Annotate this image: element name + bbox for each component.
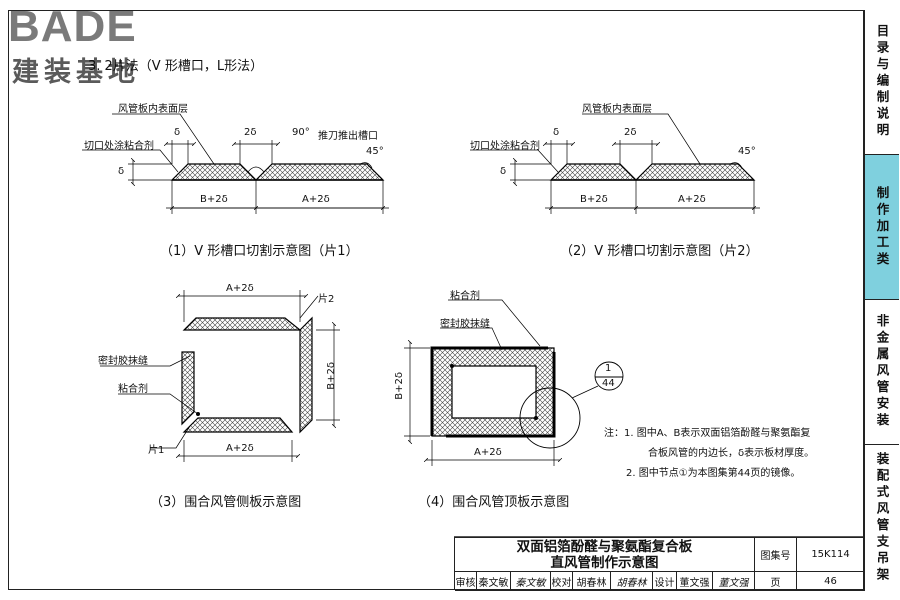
fig3-left-board	[181, 351, 195, 426]
fig1-caption: （1）V 形槽口切割示意图（片1）	[160, 244, 359, 259]
fig1-angle: 45°	[366, 146, 384, 157]
page-label: 页	[755, 572, 797, 591]
fig3-dim-bottom: A+2δ	[226, 443, 254, 454]
sidebar-item-nonmetal-duct[interactable]: 非金属风管安装	[865, 300, 899, 445]
fig4-assembly	[404, 299, 624, 466]
fig3-piece1: 片1	[148, 445, 165, 456]
fig3-top-board	[182, 317, 302, 331]
fig2-dim-left: B+2δ	[580, 194, 608, 205]
fig1-surface-label: 风管板内表面层	[118, 104, 188, 115]
fig2-delta-top: δ	[553, 127, 560, 138]
fig3-piece2: 片2	[318, 294, 335, 305]
notes: 注：1. 图中A、B表示双面铝箔酚醛与聚氨酯复 合板风管的内边长，δ表示板材厚度…	[604, 424, 814, 484]
fig1-glue-label: 切口处涂粘合剂	[84, 141, 154, 152]
designer-name: 董文强	[677, 572, 713, 591]
note-line-2: 合板风管的内边长，δ表示板材厚度。	[648, 448, 815, 459]
fig1-dim-left: B+2δ	[200, 194, 228, 205]
checker-signature: 胡春林	[611, 572, 653, 591]
review-label: 审核	[455, 572, 477, 591]
fig1-board	[170, 163, 385, 181]
fig1-push-label: 推刀推出槽口	[318, 131, 378, 142]
sidebar-item-catalog[interactable]: 目录与编制说明	[865, 10, 899, 155]
atlas-number: 15K114	[797, 538, 865, 572]
fig2-surface-label: 风管板内表面层	[582, 104, 652, 115]
fig3-glue-label: 粘合剂	[118, 384, 148, 395]
fig2-delta-side: δ	[500, 166, 507, 177]
fig1-dim-right: A+2δ	[302, 194, 330, 205]
logo-subtitle: 建装基地	[12, 57, 140, 88]
fig2-two-delta: 2δ	[624, 127, 637, 138]
check-label: 校对	[551, 572, 573, 591]
fig1-two-delta: 2δ	[244, 127, 257, 138]
drawing-frame	[8, 10, 864, 590]
fig3-right-board	[299, 316, 313, 434]
fig2-board	[549, 163, 756, 181]
checker-name: 胡春林	[573, 572, 611, 591]
fig2-dim-right: A+2δ	[678, 194, 706, 205]
fig1-v-angle: 90°	[292, 127, 310, 138]
fig3-bottom-board	[182, 417, 294, 433]
title-block: 双面铝箔酚醛与聚氨酯复合板 直风管制作示意图 图集号 15K114 审核 秦文敏…	[454, 537, 865, 591]
section-heading: 3. 2片法（V 形槽口，L形法）	[88, 59, 264, 74]
reviewer-name: 秦文敏	[477, 572, 511, 591]
fig1-delta-side: δ	[118, 166, 125, 177]
fig4-sealant-label: 密封胶抹缝	[440, 319, 490, 330]
fig4-node-ref	[594, 361, 624, 391]
fig3-sealant-label: 密封胶抹缝	[98, 356, 148, 367]
fig3-dim-top: A+2δ	[226, 283, 254, 294]
bade-logo: BADE 建装基地	[4, 2, 194, 88]
sidebar-item-fabrication[interactable]: 制作加工类	[865, 155, 899, 300]
fig2-panel	[470, 113, 760, 214]
fig4-caption: （4）围合风管顶板示意图	[418, 495, 570, 510]
note-line-3: 2. 图中节点①为本图集第44页的镜像。	[626, 468, 801, 479]
fig4-node-top: 1	[605, 363, 612, 374]
fig3-caption: （3）围合风管侧板示意图	[150, 495, 302, 510]
fig3-dim-right: B+2δ	[326, 362, 337, 390]
fig1-delta-top: δ	[174, 127, 181, 138]
logo-brand: BADE	[8, 2, 137, 51]
atlas-label: 图集号	[755, 538, 797, 572]
fig3-assembly	[100, 290, 340, 462]
fig4-detail-circle	[519, 387, 581, 449]
sidebar: 目录与编制说明 制作加工类 非金属风管安装 装配式风管支吊架	[864, 10, 900, 590]
note-line-1: 注：1. 图中A、B表示双面铝箔酚醛与聚氨酯复	[604, 428, 811, 439]
fig2-angle: 45°	[738, 146, 756, 157]
design-label: 设计	[653, 572, 677, 591]
fig4-dim-bottom: A+2δ	[474, 447, 502, 458]
page-number: 46	[797, 572, 865, 591]
fig1-panel	[82, 113, 389, 214]
sidebar-item-supports[interactable]: 装配式风管支吊架	[874, 451, 890, 584]
fig4-glue-label: 粘合剂	[450, 291, 480, 302]
fig4-dim-left: B+2δ	[394, 372, 405, 400]
drawing-title: 双面铝箔酚醛与聚氨酯复合板 直风管制作示意图	[455, 538, 755, 572]
fig2-caption: （2）V 形槽口切割示意图（片2）	[560, 244, 759, 259]
reviewer-signature: 秦文敏	[511, 572, 551, 591]
designer-signature: 董文强	[713, 572, 755, 591]
fig4-node-bottom: 44	[602, 378, 615, 389]
fig2-glue-label: 切口处涂粘合剂	[470, 141, 540, 152]
